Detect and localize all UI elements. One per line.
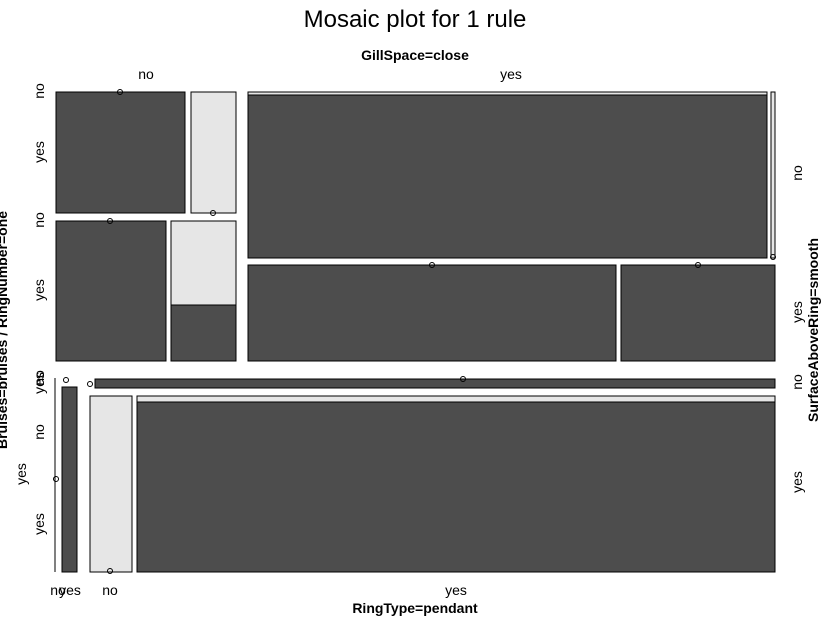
mosaic-marker-8 xyxy=(87,381,93,387)
left-inner-tick-yes-1: yes xyxy=(31,372,47,394)
mosaic-marker-10 xyxy=(53,476,59,482)
chart-title: Mosaic plot for 1 rule xyxy=(304,6,527,33)
mosaic-marker-11 xyxy=(107,568,113,574)
left-axis-title: Bruises=bruises / RingNumber=one xyxy=(0,211,10,449)
mosaic-tile-12 xyxy=(94,378,776,389)
left-outer-tick-yes-2: yes xyxy=(31,279,47,301)
mosaic-marker-4 xyxy=(429,262,435,268)
mosaic-tile-5 xyxy=(770,91,776,259)
bottom-tick-yes-1: yes xyxy=(59,582,81,598)
right-axis-title: SurfaceAboveRing=smooth xyxy=(805,238,821,422)
bottom-axis-title: RingType=pendant xyxy=(352,600,478,616)
right-tick-no-2: no xyxy=(789,374,805,390)
mosaic-tile-2 xyxy=(190,91,237,214)
left-outer-tick-yes-1: yes xyxy=(31,141,47,163)
mosaic-marker-6 xyxy=(770,254,776,260)
bottom-tick-no-1: no xyxy=(50,582,66,598)
mosaic-tile-9 xyxy=(247,264,617,362)
mosaic-tile-11 xyxy=(61,386,78,573)
mosaic-tile-14 xyxy=(136,395,776,573)
mosaic-tiles xyxy=(55,91,776,573)
right-tick-yes-2: yes xyxy=(789,471,805,493)
right-tick-no-1: no xyxy=(789,165,805,181)
mosaic-markers xyxy=(53,89,776,574)
left-inner-tick-yes-2: yes xyxy=(31,513,47,535)
right-tick-yes-1: yes xyxy=(789,301,805,323)
top-axis-title: GillSpace=close xyxy=(361,47,469,63)
mosaic-tile-15 xyxy=(136,395,776,403)
left-outer-tick-no-2: no xyxy=(31,212,47,228)
mosaic-marker-5 xyxy=(695,262,701,268)
left-inner-tick-no-2: no xyxy=(31,424,47,440)
bottom-tick-yes-2: yes xyxy=(445,582,467,598)
mosaic-tile-13 xyxy=(89,395,133,573)
mosaic-marker-9 xyxy=(460,376,466,382)
mosaic-tile-7 xyxy=(170,220,237,306)
mosaic-tile-6 xyxy=(55,220,167,362)
mosaic-marker-7 xyxy=(63,377,69,383)
left-outer-tick-no-1: no xyxy=(31,83,47,99)
mosaic-tile-4 xyxy=(247,91,768,96)
bottom-tick-no-2: no xyxy=(102,582,118,598)
mosaic-marker-3 xyxy=(107,218,113,224)
mosaic-tile-8 xyxy=(170,304,237,362)
left-inner-tick-no-1: no xyxy=(31,370,47,386)
mosaic-tile-10 xyxy=(620,264,776,362)
mosaic-marker-2 xyxy=(210,210,216,216)
mosaic-marker-1 xyxy=(117,89,123,95)
top-tick-yes: yes xyxy=(500,66,522,82)
top-tick-no: no xyxy=(138,66,154,82)
mosaic-tile-3 xyxy=(247,91,768,259)
left-mid-tick-yes: yes xyxy=(13,463,29,485)
mosaic-tile-1 xyxy=(55,91,186,214)
